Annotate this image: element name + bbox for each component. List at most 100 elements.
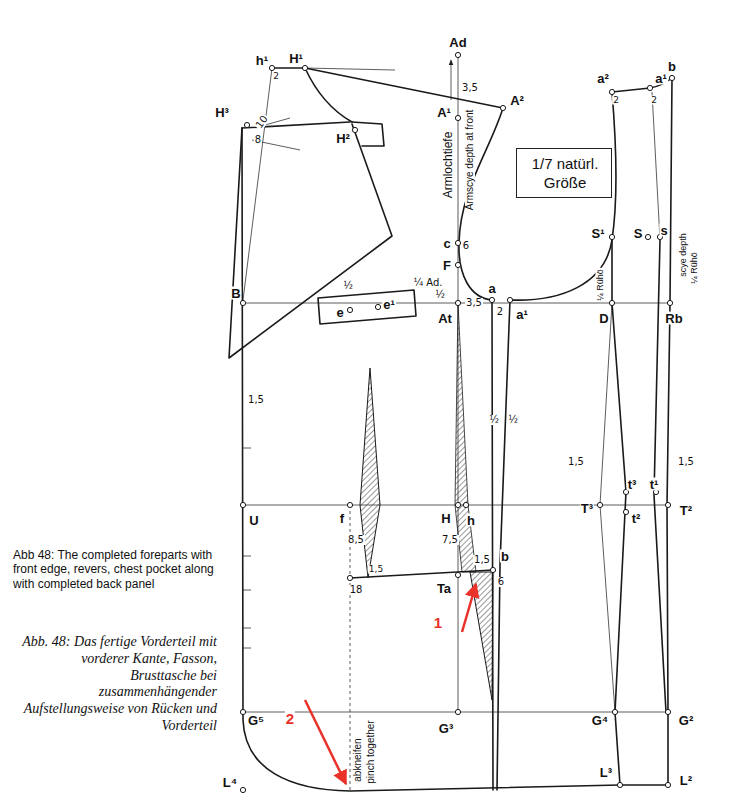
point-mark [244, 122, 249, 127]
point-label: G³ [438, 722, 454, 735]
revers-outline [229, 124, 392, 358]
dimension-label: ½ [488, 415, 500, 425]
dimension-label: 18 [349, 585, 364, 595]
point-mark [623, 509, 628, 514]
callout-number: 1 [433, 615, 443, 630]
point-mark [647, 85, 652, 90]
chest-dart [360, 368, 380, 578]
point-mark [489, 297, 494, 302]
point-mark [665, 502, 670, 507]
annotation-text: ¼ Rühö [596, 268, 605, 302]
point-mark [645, 234, 650, 239]
point-mark [347, 502, 352, 507]
point-label: b [500, 550, 510, 563]
annotation-text: abkneifen [353, 737, 363, 782]
point-mark [455, 115, 460, 120]
point-label: A¹ [436, 106, 452, 119]
point-mark [455, 52, 460, 57]
dimension-label: 2 [272, 72, 280, 81]
point-label: f [339, 512, 345, 525]
point-label: a² [596, 72, 610, 85]
construction-line [305, 68, 395, 70]
point-label: T² [679, 504, 693, 517]
front-edge [242, 128, 620, 791]
point-mark [455, 262, 460, 267]
dimension-label: ½ [342, 281, 354, 291]
point-label: U [248, 514, 259, 527]
point-label: a [487, 282, 496, 295]
figure-caption: Abb. 48: Das fertige Vorderteil mit vord… [12, 634, 217, 735]
point-label: B [230, 287, 241, 300]
point-label: S¹ [591, 227, 606, 240]
dimension-label: 6 [497, 577, 505, 587]
point-mark [669, 75, 674, 80]
point-label: G⁵ [247, 714, 265, 727]
point-mark [609, 234, 614, 239]
point-mark [617, 782, 622, 787]
point-mark [352, 127, 357, 132]
break-line [243, 68, 272, 300]
point-mark [455, 240, 460, 245]
construction-line [652, 92, 660, 240]
point-label: L³ [599, 766, 613, 779]
button-mark [243, 448, 251, 648]
point-label: t² [631, 512, 642, 525]
side-dart [455, 303, 476, 572]
dimension-label: 10 [254, 113, 271, 131]
point-mark [240, 787, 245, 792]
caption-text: Abb 48: The completed foreparts with fro… [12, 548, 219, 591]
point-label: b [667, 60, 677, 73]
point-label: s [659, 224, 668, 237]
point-mark [455, 572, 460, 577]
annotation-text: Armlochtiefe [442, 131, 454, 200]
construction-line [600, 303, 615, 712]
dimension-label: 7,5 [441, 535, 459, 545]
point-mark [609, 89, 614, 94]
dimension-label: 1,5 [567, 457, 585, 467]
point-label: e¹ [382, 298, 396, 311]
point-label: S [633, 227, 644, 240]
point-label: Rb [664, 312, 683, 325]
dimension-label: 6 [462, 241, 470, 251]
dimension-label: 2 [650, 96, 658, 105]
point-mark [240, 300, 245, 305]
back-centre [667, 78, 672, 785]
point-label: Ta [436, 582, 452, 595]
point-mark [347, 575, 352, 580]
callout-arrow [305, 700, 346, 784]
point-label: h¹ [255, 54, 269, 67]
point-label: H¹ [288, 52, 304, 65]
dimension-label: ½ [507, 415, 519, 425]
point-label: H [440, 512, 451, 525]
point-label: G⁴ [591, 714, 610, 727]
point-label: T³ [580, 502, 594, 515]
point-label: L⁴ [222, 776, 238, 789]
point-mark [375, 304, 380, 309]
point-mark [665, 709, 670, 714]
point-label: a¹ [654, 72, 668, 85]
callout-arrow [462, 584, 476, 632]
point-mark [347, 307, 352, 312]
point-mark [612, 709, 617, 714]
point-mark [609, 300, 614, 305]
point-label: a¹ [515, 308, 529, 321]
point-mark [240, 502, 245, 507]
annotation-text: Armscye depth at front [465, 109, 475, 212]
dimension-label: 2 [612, 96, 620, 105]
dimension-label: 2 [496, 307, 504, 317]
point-mark [507, 297, 512, 302]
side-back-seam [612, 240, 668, 785]
side-seam [497, 300, 510, 790]
dimension-label: ½ [434, 290, 446, 300]
point-marks [240, 52, 674, 792]
scale-box: 1/7 natürl. Größe [516, 148, 612, 198]
point-label: At [437, 312, 453, 325]
point-label: G² [678, 714, 694, 727]
dimension-label: 1,5 [473, 555, 491, 565]
dimension-label: 1,5 [677, 457, 695, 467]
point-label: h [466, 514, 476, 527]
point-mark [269, 65, 274, 70]
dimension-label: 1,5 [368, 565, 384, 574]
point-label: e [335, 306, 344, 319]
